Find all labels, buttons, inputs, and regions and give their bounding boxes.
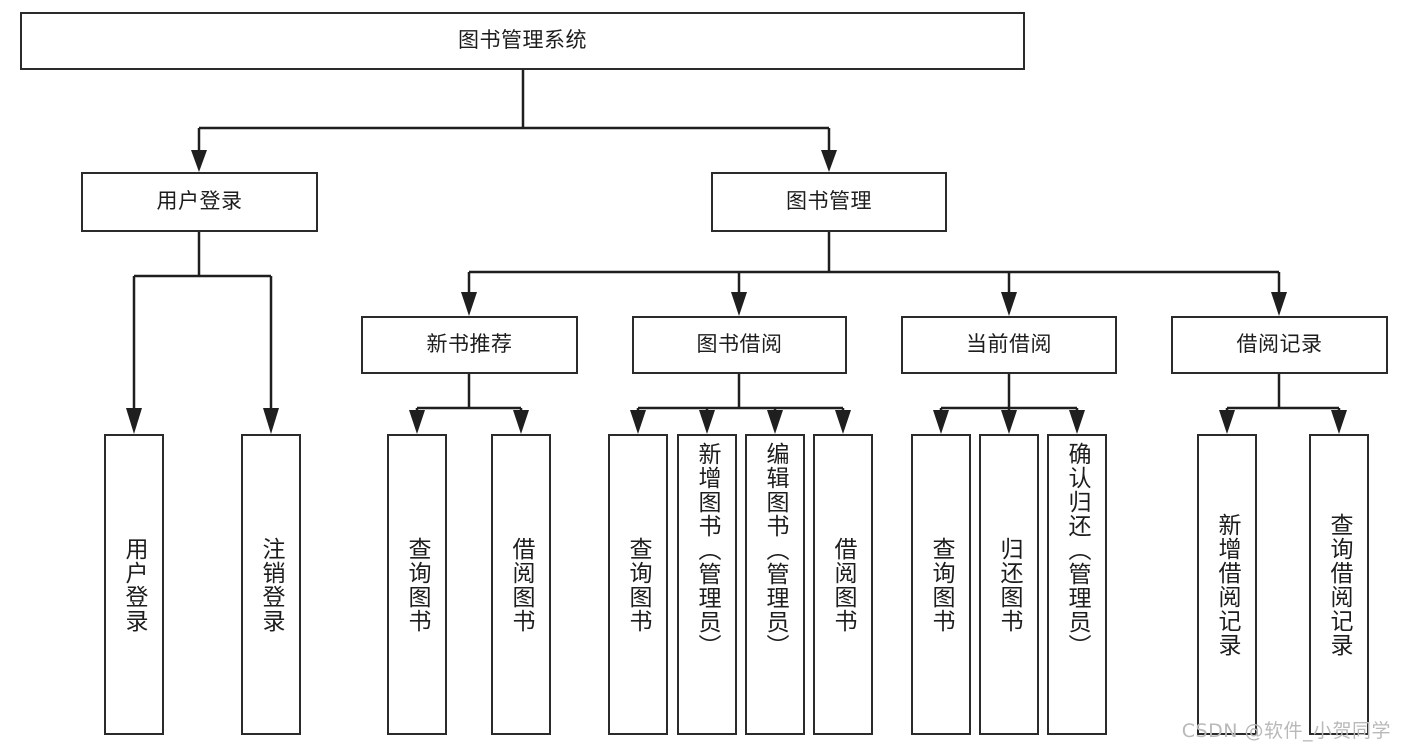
leaf-add-borrow-record[interactable]: 新增借阅记录 <box>1197 434 1257 735</box>
node-root-book-management-system[interactable]: 图书管理系统 <box>20 12 1025 70</box>
node-label: 图书管理系统 <box>458 28 587 53</box>
node-book-borrow[interactable]: 图书借阅 <box>632 316 847 374</box>
node-label: 借阅图书 <box>830 536 857 633</box>
node-label: 新增借阅记录 <box>1214 512 1241 657</box>
leaf-user-login[interactable]: 用户登录 <box>104 434 164 735</box>
leaf-query-borrow-record[interactable]: 查询借阅记录 <box>1309 434 1369 735</box>
leaf-add-book-admin[interactable]: 新增图书（管理员） <box>677 434 737 735</box>
node-borrow-record[interactable]: 借阅记录 <box>1171 316 1388 374</box>
leaf-edit-book-admin[interactable]: 编辑图书（管理员） <box>745 434 805 735</box>
node-label: 图书管理 <box>786 189 872 214</box>
node-label: 查询图书 <box>404 536 431 633</box>
node-label: 查询图书 <box>625 536 652 633</box>
node-label: 归还图书 <box>996 536 1023 633</box>
watermark: CSDN @软件_小贺同学 <box>1181 720 1391 742</box>
leaf-return-book[interactable]: 归还图书 <box>979 434 1039 735</box>
leaf-query-book-current[interactable]: 查询图书 <box>911 434 971 735</box>
node-label: 确认归还（管理员） <box>1064 442 1091 658</box>
node-new-book-recommend[interactable]: 新书推荐 <box>361 316 578 374</box>
leaf-query-book-borrow[interactable]: 查询图书 <box>608 434 668 735</box>
node-label: 当前借阅 <box>966 332 1052 357</box>
node-label: 编辑图书（管理员） <box>762 442 789 658</box>
leaf-borrow-book-recommend[interactable]: 借阅图书 <box>491 434 551 735</box>
leaf-confirm-return-admin[interactable]: 确认归还（管理员） <box>1047 434 1107 735</box>
node-label: 新书推荐 <box>426 332 513 357</box>
node-label: 注销登录 <box>258 536 285 633</box>
node-label: 查询图书 <box>928 536 955 633</box>
node-label: 新增图书（管理员） <box>694 442 721 658</box>
node-current-borrow[interactable]: 当前借阅 <box>901 316 1117 374</box>
leaf-query-book-recommend[interactable]: 查询图书 <box>387 434 447 735</box>
leaf-user-logout[interactable]: 注销登录 <box>241 434 301 735</box>
node-user-login[interactable]: 用户登录 <box>81 172 318 232</box>
node-book-management[interactable]: 图书管理 <box>711 172 947 232</box>
node-label: 用户登录 <box>156 189 243 214</box>
node-label: 图书借阅 <box>696 332 783 357</box>
node-label: 用户登录 <box>121 536 148 633</box>
leaf-borrow-book[interactable]: 借阅图书 <box>813 434 873 735</box>
node-label: 借阅记录 <box>1236 332 1323 357</box>
node-label: 借阅图书 <box>508 536 535 633</box>
node-label: 查询借阅记录 <box>1326 512 1353 657</box>
